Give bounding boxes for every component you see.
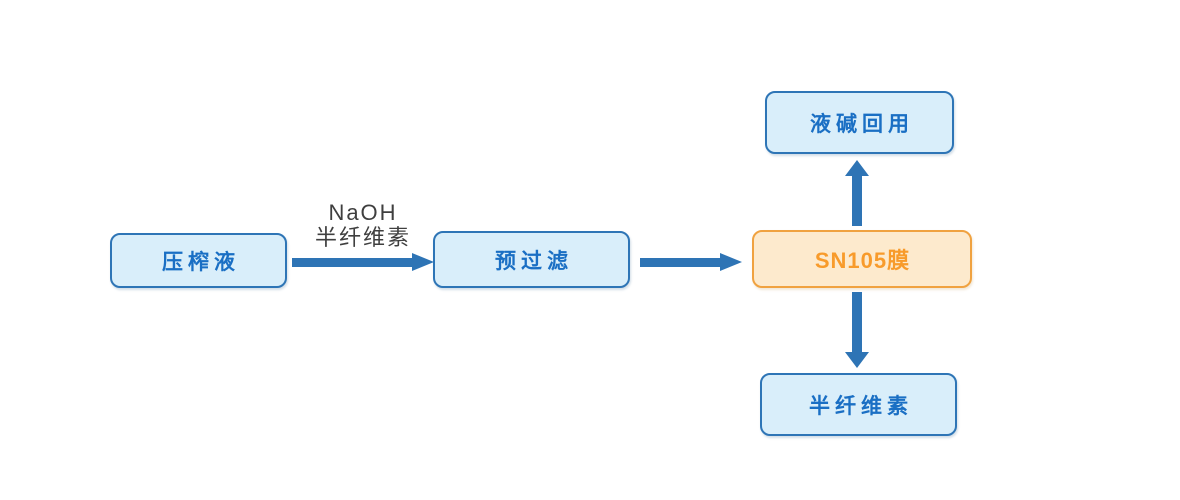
- arrow-shaft: [852, 292, 862, 353]
- arrow-prefilter-to-sn105: [640, 253, 742, 272]
- arrow-shaft: [292, 258, 414, 267]
- arrow-head-down-icon: [845, 352, 869, 368]
- node-prefilter: 预过滤: [433, 231, 630, 288]
- node-sn105-membrane-label: SN105膜: [814, 248, 911, 273]
- node-press-liquid-label: 压榨液: [162, 250, 240, 274]
- node-alkali-reuse-label: 液碱回用: [810, 112, 914, 136]
- node-alkali-reuse: 液碱回用: [765, 91, 954, 154]
- arrow-sn105-to-alkali-reuse: [845, 160, 870, 226]
- arrow-press-to-prefilter: [292, 253, 434, 272]
- arrow-1-label: NaOH 半纤维素: [263, 200, 463, 250]
- arrow-shaft: [640, 258, 722, 267]
- node-sn105-membrane: SN105膜: [752, 230, 972, 288]
- arrow-sn105-to-hemicellulose: [845, 292, 870, 368]
- node-prefilter-label: 预过滤: [495, 249, 573, 273]
- node-hemicellulose-output: 半纤维素: [760, 373, 957, 436]
- node-press-liquid: 压榨液: [110, 233, 287, 288]
- arrow-shaft: [852, 174, 862, 226]
- edge-label-naoh: NaOH: [328, 200, 398, 225]
- edge-label-hemicellulose: 半纤维素: [314, 225, 411, 250]
- arrow-head-up-icon: [845, 160, 869, 176]
- arrow-head-right-icon: [412, 253, 434, 271]
- node-hemicellulose-label: 半纤维素: [809, 394, 913, 418]
- arrow-head-right-icon: [720, 253, 742, 271]
